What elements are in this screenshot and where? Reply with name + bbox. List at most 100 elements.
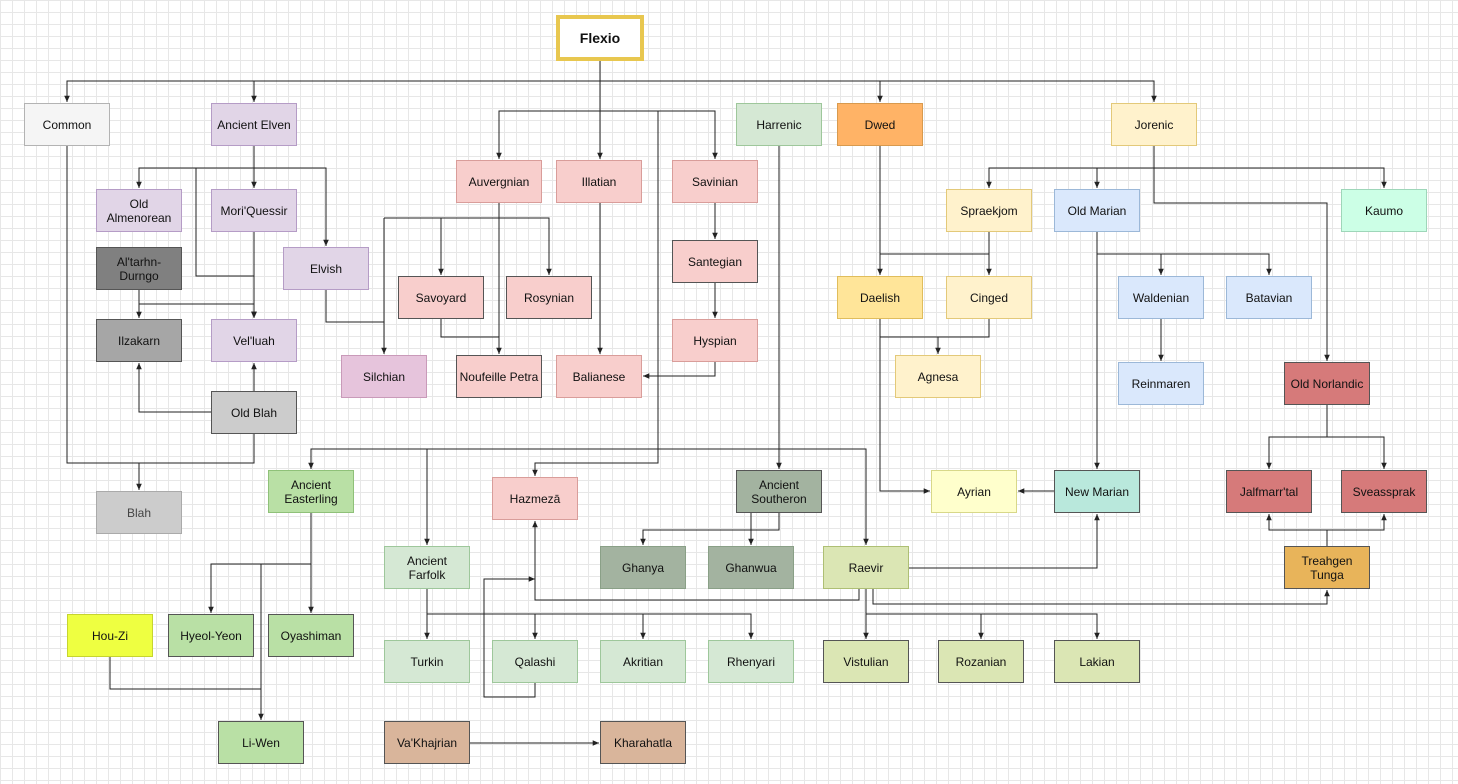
edge-flexio-to-dwed: [600, 80, 883, 102]
edge-old-marian-to-batavian: [1161, 253, 1272, 275]
edge-jorenic-to-old-norlandic: [1153, 168, 1330, 361]
edge-raevir-to-new-marian: [909, 514, 1100, 569]
edge-ancient-farfolk-to-qalashi: [427, 613, 538, 639]
node-old-blah[interactable]: Old Blah: [211, 391, 297, 434]
node-ayrian[interactable]: Ayrian: [931, 470, 1017, 513]
edge-ancient-farfolk-to-akritian: [535, 613, 646, 639]
edge-jorenic-to-kaumo: [1154, 167, 1387, 188]
edge-flexio-to-ancient-elven: [251, 80, 600, 102]
node-jorenic[interactable]: Jorenic: [1111, 103, 1197, 146]
node-ilzakarn[interactable]: Ilzakarn: [96, 319, 182, 362]
edge-hyspian-to-balianese: [643, 362, 716, 379]
node-harrenic[interactable]: Harrenic: [736, 103, 822, 146]
node-ghanya[interactable]: Ghanya: [600, 546, 686, 589]
node-rhenyari[interactable]: Rhenyari: [708, 640, 794, 683]
node-altarhn-durngo[interactable]: Al'tarhn-Durngo: [96, 247, 182, 290]
node-oyashiman[interactable]: Oyashiman: [268, 614, 354, 657]
node-rosynian[interactable]: Rosynian: [506, 276, 592, 319]
node-illatian[interactable]: Illatian: [556, 160, 642, 203]
node-new-marian[interactable]: New Marian: [1054, 470, 1140, 513]
edge-flexio-to-raevir: [658, 448, 869, 545]
node-old-marian[interactable]: Old Marian: [1054, 189, 1140, 232]
node-velluah[interactable]: Vel'luah: [211, 319, 297, 362]
node-hyspian[interactable]: Hyspian: [672, 319, 758, 362]
edge-old-blah-to-ilzakarn: [136, 363, 211, 413]
edge-auvergnian-to-savoyard: [384, 217, 444, 275]
edge-treahgen-tunga-to-jalfmarrtal: [1266, 514, 1328, 546]
node-ancient-southeron[interactable]: Ancient Southeron: [736, 470, 822, 513]
node-daelish[interactable]: Daelish: [837, 276, 923, 319]
node-lakian[interactable]: Lakian: [1054, 640, 1140, 683]
node-agnesa[interactable]: Agnesa: [895, 355, 981, 398]
edge-flexio-to-auvergnian: [496, 110, 600, 159]
edge-hou-zi-to-li-wen: [109, 657, 261, 690]
node-hyeol-yeon[interactable]: Hyeol-Yeon: [168, 614, 254, 657]
edge-qalashi-to-hazmeza: [483, 576, 536, 698]
node-sveassprak[interactable]: Sveassprak: [1341, 470, 1427, 513]
edge-cinged-to-agnesa: [938, 319, 990, 338]
node-vakhajrian[interactable]: Va'Khajrian: [384, 721, 470, 764]
edge-daelish-to-agnesa: [879, 319, 941, 354]
edge-spraekjom-to-daelish: [880, 232, 990, 255]
node-reinmaren[interactable]: Reinmaren: [1118, 362, 1204, 405]
edge-old-norlandic-to-sveassprak: [1327, 436, 1387, 469]
edge-old-blah-to-blah: [139, 434, 255, 464]
node-elvish[interactable]: Elvish: [283, 247, 369, 290]
node-hazmeza[interactable]: Hazmezā: [492, 477, 578, 520]
node-savinian[interactable]: Savinian: [672, 160, 758, 203]
node-akritian[interactable]: Akritian: [600, 640, 686, 683]
node-silchian[interactable]: Silchian: [341, 355, 427, 398]
node-ancient-elven[interactable]: Ancient Elven: [211, 103, 297, 146]
node-waldenian[interactable]: Waldenian: [1118, 276, 1204, 319]
node-flexio[interactable]: Flexio: [556, 15, 644, 61]
node-blah[interactable]: Blah: [96, 491, 182, 534]
node-balianese[interactable]: Balianese: [556, 355, 642, 398]
edge-flexio-to-ancient-easterling: [308, 448, 658, 469]
node-old-norlandic[interactable]: Old Norlandic: [1284, 362, 1370, 405]
node-dwed[interactable]: Dwed: [837, 103, 923, 146]
node-ancient-farfolk[interactable]: Ancient Farfolk: [384, 546, 470, 589]
node-auvergnian[interactable]: Auvergnian: [456, 160, 542, 203]
node-noufeille-petra[interactable]: Noufeille Petra: [456, 355, 542, 398]
node-qalashi[interactable]: Qalashi: [492, 640, 578, 683]
node-raevir[interactable]: Raevir: [823, 546, 909, 589]
edge-common-to-blah: [66, 146, 142, 490]
node-santegian[interactable]: Santegian: [672, 240, 758, 283]
node-cinged[interactable]: Cinged: [946, 276, 1032, 319]
node-spraekjom[interactable]: Spraekjom: [946, 189, 1032, 232]
node-savoyard[interactable]: Savoyard: [398, 276, 484, 319]
node-ghanwua[interactable]: Ghanwua: [708, 546, 794, 589]
node-batavian[interactable]: Batavian: [1226, 276, 1312, 319]
edge-daelish-to-ayrian: [879, 337, 930, 494]
node-old-almenorean[interactable]: Old Almenorean: [96, 189, 182, 232]
edge-altarhn-durngo-to-velluah: [139, 303, 257, 318]
node-turkin[interactable]: Turkin: [384, 640, 470, 683]
edge-raevir-to-hazmeza: [532, 521, 860, 601]
node-common[interactable]: Common: [24, 103, 110, 146]
node-li-wen[interactable]: Li-Wen: [218, 721, 304, 764]
node-ancient-easterling[interactable]: Ancient Easterling: [268, 470, 354, 513]
edge-treahgen-tunga-to-sveassprak: [1327, 514, 1387, 531]
edge-raevir-to-rozanian: [866, 613, 984, 639]
edge-jorenic-to-spraekjom: [986, 146, 1155, 188]
edge-flexio-to-jorenic: [880, 80, 1157, 102]
edge-raevir-to-lakian: [981, 613, 1100, 639]
edge-ancient-farfolk-to-rhenyari: [643, 613, 754, 639]
node-rozanian[interactable]: Rozanian: [938, 640, 1024, 683]
node-kaumo[interactable]: Kaumo: [1341, 189, 1427, 232]
edge-elvish-to-silchian-b: [325, 290, 384, 323]
edge-auvergnian-to-rosynian: [441, 217, 552, 275]
node-mori-quessir[interactable]: Mori'Quessir: [211, 189, 297, 232]
node-treahgen-tunga[interactable]: Treahgen Tunga: [1284, 546, 1370, 589]
edge-ancient-southeron-to-ghanya: [640, 513, 780, 545]
node-jalfmarrtal[interactable]: Jalfmarr'tal: [1226, 470, 1312, 513]
edge-flexio-to-savinian: [600, 110, 718, 159]
node-hou-zi[interactable]: Hou-Zi: [67, 614, 153, 657]
edge-old-marian-to-waldenian: [1096, 232, 1164, 275]
edge-old-norlandic-to-jalfmarrtal: [1266, 405, 1328, 469]
node-vistulian[interactable]: Vistulian: [823, 640, 909, 683]
node-kharahatla[interactable]: Kharahatla: [600, 721, 686, 764]
edge-flexio-to-hazmeza: [532, 111, 659, 476]
edge-savoyard-to-noufeille-petra: [440, 319, 499, 338]
